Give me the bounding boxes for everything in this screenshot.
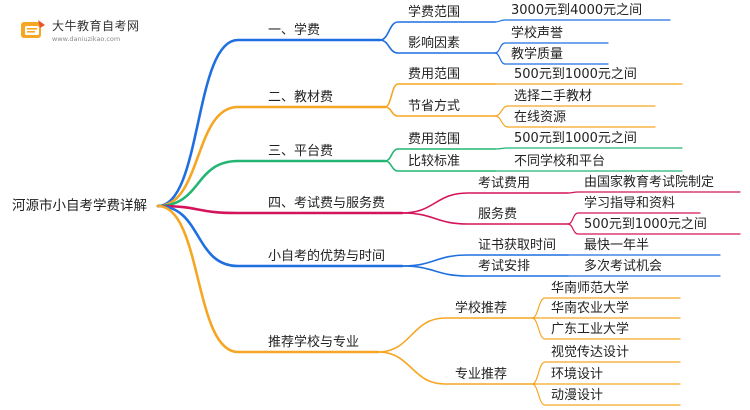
logo-title: 大牛教育自考网 (52, 19, 140, 33)
sub-connector-6-2 (377, 351, 533, 385)
sub-connector-3-2 (384, 160, 496, 172)
sub-connector-4-2 (401, 212, 569, 225)
sub-node-3-1: 费用范围 (408, 132, 461, 147)
sub-node-2-2: 节省方式 (408, 99, 461, 114)
leaf-node-6-1-2: 华南农业大学 (551, 301, 630, 316)
sub-connector-4-1 (401, 192, 569, 214)
leaf-connector-6-2-1 (531, 361, 681, 385)
sub-connector-2-1 (384, 83, 496, 108)
leaf-node-4-2-2: 500元到1000元之间 (584, 217, 707, 232)
branch-node-2: 二、教材费 (268, 90, 334, 105)
leaf-connector-4-1-1 (567, 191, 741, 194)
sub-node-5-1: 证书获取时间 (478, 238, 557, 253)
sub-connector-6-1 (377, 317, 533, 353)
sub-node-4-1: 考试费用 (478, 176, 531, 191)
branch-node-3: 三、平台费 (268, 144, 334, 159)
leaf-node-4-1-1: 由国家教育考试院制定 (584, 175, 715, 190)
leaf-node-6-2-1: 视觉传达设计 (551, 345, 630, 360)
branch-node-4: 四、考试费与服务费 (268, 196, 386, 211)
leaf-node-3-2-1: 不同学校和平台 (514, 154, 606, 169)
leaf-node-6-2-3: 动漫设计 (551, 388, 604, 403)
leaf-node-5-2-1: 多次考试机会 (584, 259, 663, 274)
leaf-connector-6-2-3 (531, 383, 681, 406)
leaf-connector-1-1-1 (494, 19, 671, 23)
leaf-node-6-2-2: 环境设计 (551, 367, 604, 382)
leaf-node-1-2-2: 教学质量 (511, 47, 564, 62)
branch-node-5: 小自考的优势与时间 (268, 249, 386, 264)
leaf-node-3-1-1: 500元到1000元之间 (514, 131, 637, 146)
branch-connector-5 (156, 204, 404, 268)
leaf-connector-1-2-2 (494, 52, 609, 65)
sub-node-6-2: 专业推荐 (455, 367, 508, 382)
leaf-connector-1-2-1 (494, 42, 609, 54)
leaf-node-1-2-1: 学校声誉 (511, 26, 564, 41)
leaf-connector-2-2-2 (494, 115, 656, 128)
leaf-node-2-1-1: 500元到1000元之间 (514, 67, 637, 82)
leaf-node-1-1-1: 3000元到4000元之间 (511, 3, 643, 18)
leaf-node-6-1-1: 华南师范大学 (551, 281, 630, 296)
leaf-node-2-2-2: 在线资源 (514, 110, 567, 125)
sub-node-2-1: 费用范围 (408, 67, 461, 82)
leaf-connector-2-2-1 (494, 105, 656, 117)
leaf-node-5-1-1: 最快一年半 (584, 238, 650, 253)
leaf-node-6-1-3: 广东工业大学 (551, 322, 630, 337)
book-logo-icon (21, 20, 45, 38)
sub-connector-2-2 (384, 106, 496, 117)
leaf-connector-4-2-1 (567, 212, 701, 225)
branch-connector-1 (156, 38, 382, 208)
sub-connector-5-2 (401, 265, 569, 277)
leaf-connector-4-2-2 (567, 223, 741, 235)
branch-connector-4 (156, 204, 404, 215)
sub-node-4-2: 服务费 (478, 207, 518, 222)
sub-node-6-1: 学校推荐 (455, 301, 508, 316)
branch-node-1: 一、学费 (268, 23, 321, 38)
leaf-node-2-2-1: 选择二手教材 (514, 89, 593, 104)
branch-node-6: 推荐学校与专业 (268, 335, 360, 350)
branch-connector-3 (156, 159, 387, 208)
leaf-connector-6-1-1 (531, 297, 681, 319)
sub-connector-5-1 (401, 254, 569, 267)
sub-connector-1-1 (379, 21, 496, 41)
site-logo: 大牛教育自考网 www.daniuzikao.com (8, 14, 168, 48)
logo-url: www.daniuzikao.com (52, 35, 121, 43)
sub-node-5-2: 考试安排 (478, 259, 531, 274)
sub-connector-1-2 (379, 39, 496, 54)
branch-connector-6 (156, 204, 380, 354)
sub-node-1-2: 影响因素 (408, 36, 461, 51)
branch-connector-2 (156, 105, 387, 208)
leaf-connector-3-1-1 (494, 147, 683, 150)
leaf-node-4-2-1: 学习指导和资料 (584, 196, 676, 211)
root-node: 河源市小自考学费详解 (12, 198, 147, 214)
sub-node-1-1: 学费范围 (408, 5, 461, 20)
leaf-connector-6-1-3 (531, 317, 681, 340)
sub-node-3-2: 比较标准 (408, 154, 461, 169)
